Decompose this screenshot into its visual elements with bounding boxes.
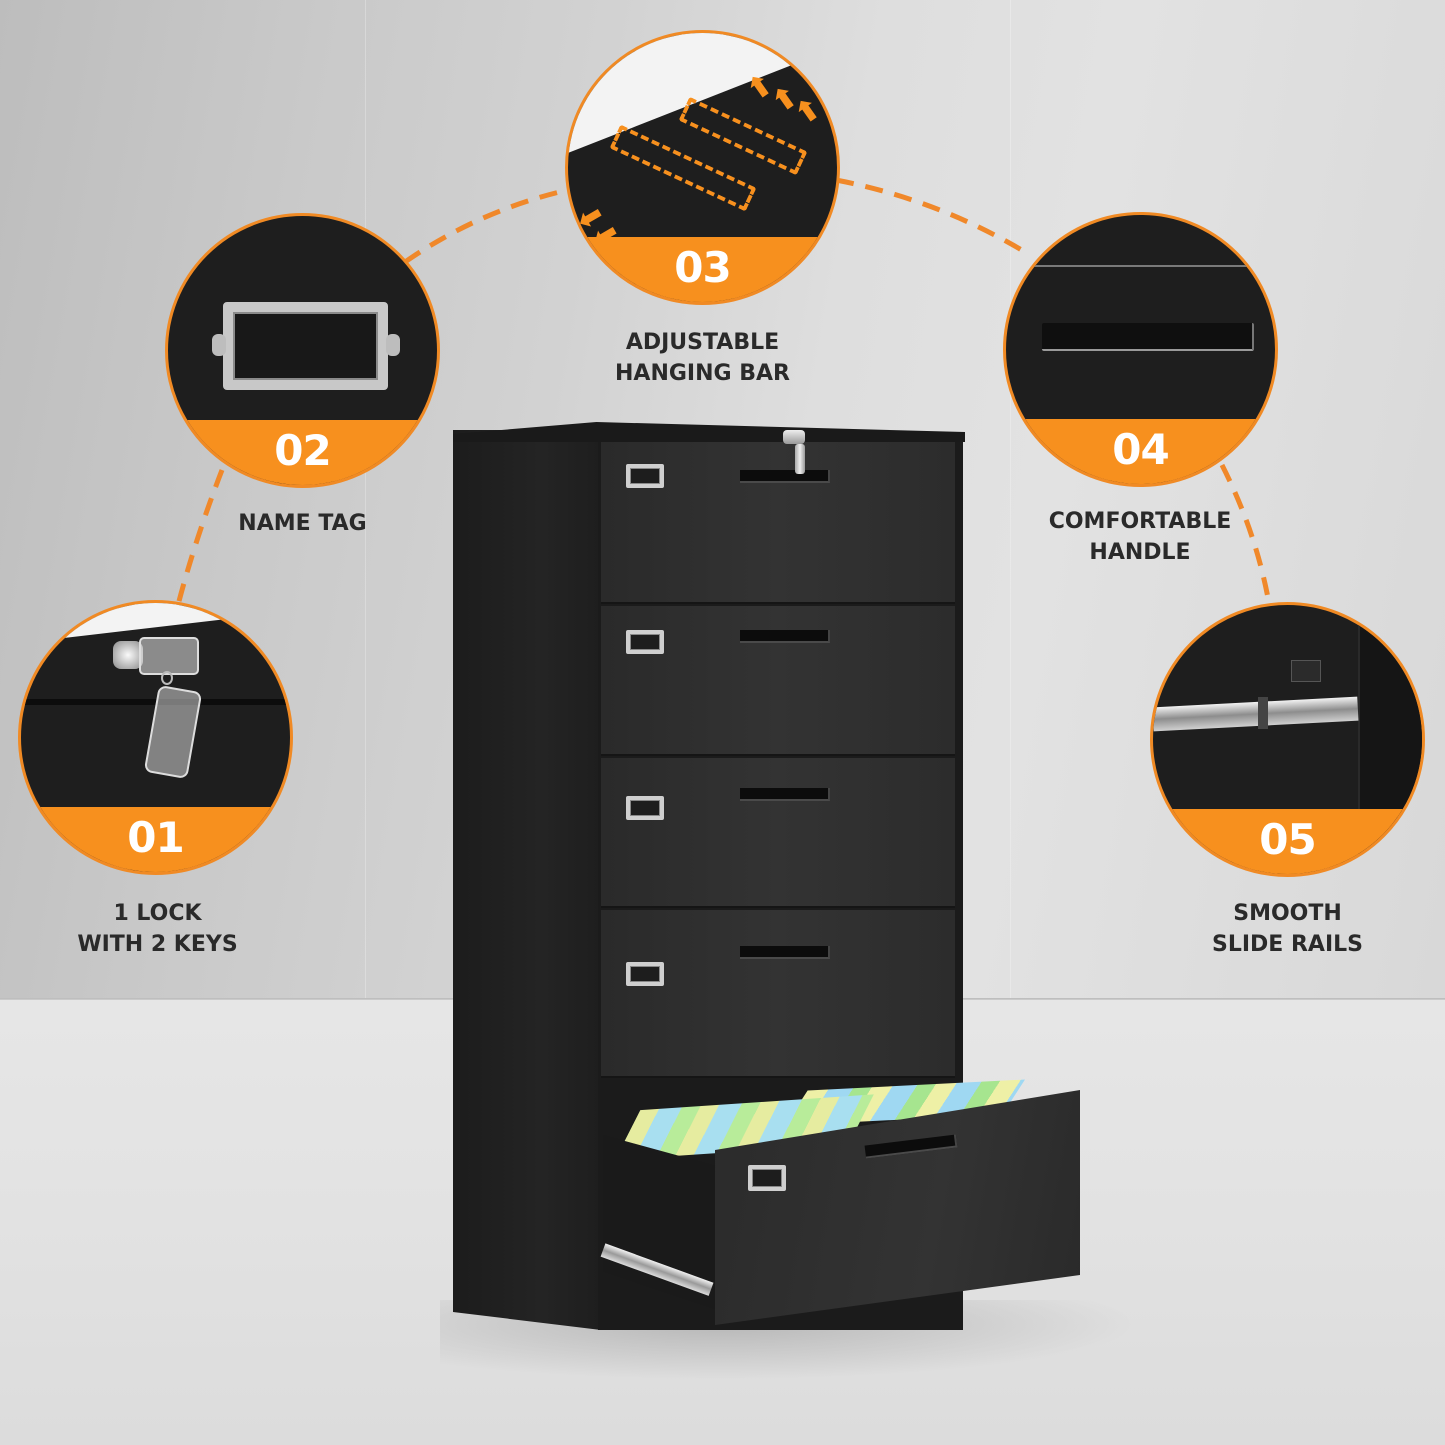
cabinet-side-panel bbox=[453, 430, 601, 1330]
feature-number: 04 bbox=[1112, 425, 1169, 475]
handle-icon[interactable] bbox=[740, 630, 830, 643]
feature-label: NAME TAG bbox=[238, 511, 367, 536]
feature-label: COMFORTABLE HANDLE bbox=[1048, 509, 1232, 565]
feature-circle: 01 bbox=[18, 600, 293, 875]
handle-icon[interactable] bbox=[740, 470, 830, 483]
feature-label: ADJUSTABLE HANGING BAR bbox=[615, 330, 790, 386]
feature-number: 01 bbox=[127, 813, 184, 863]
feature-circle: 02 bbox=[165, 213, 440, 488]
hanging-bar-icon: ⬆ ⬆ ⬆ ⬅ ⬅ bbox=[568, 33, 837, 302]
feature-number: 05 bbox=[1259, 815, 1316, 865]
name-tag-icon bbox=[626, 962, 664, 986]
name-tag-icon bbox=[748, 1165, 786, 1191]
lock-icon[interactable] bbox=[783, 430, 805, 444]
feature-label: SMOOTH SLIDE RAILS bbox=[1211, 901, 1363, 957]
name-tag-icon bbox=[626, 796, 664, 820]
feature-circle: ⬆ ⬆ ⬆ ⬅ ⬅ 03 bbox=[565, 30, 840, 305]
drawer-1[interactable] bbox=[601, 442, 955, 604]
feature-number: 02 bbox=[274, 426, 331, 476]
handle-icon[interactable] bbox=[740, 946, 830, 959]
drawer-3[interactable] bbox=[601, 758, 955, 908]
drawer-4[interactable] bbox=[601, 910, 955, 1078]
feature-circle: 04 bbox=[1003, 212, 1278, 487]
lock-key-icon bbox=[21, 603, 290, 872]
handle-icon bbox=[1006, 215, 1275, 484]
feature-number: 03 bbox=[674, 243, 731, 293]
name-tag-icon bbox=[626, 630, 664, 654]
name-tag-icon bbox=[626, 464, 664, 488]
handle-icon[interactable] bbox=[740, 788, 830, 801]
feature-label: 1 LOCK WITH 2 KEYS bbox=[77, 901, 238, 957]
key-icon bbox=[795, 444, 805, 474]
wall-seam bbox=[365, 0, 366, 1000]
wall-seam bbox=[1010, 0, 1011, 1000]
drawer-2[interactable] bbox=[601, 606, 955, 756]
feature-circle: 05 bbox=[1150, 602, 1425, 877]
name-tag-icon bbox=[168, 216, 437, 485]
